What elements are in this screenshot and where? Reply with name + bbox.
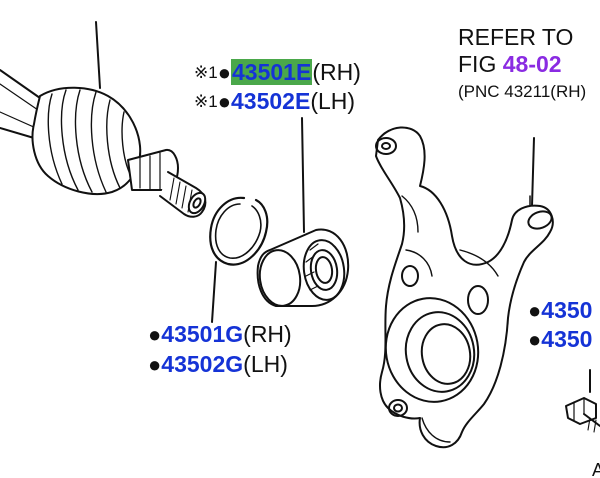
- callout-bearing-rh[interactable]: ※1●43501E(RH): [194, 59, 361, 85]
- drive-shaft-assembly: [0, 21, 207, 218]
- part-number-link[interactable]: 43501E: [231, 59, 313, 85]
- note-mark: ※1: [194, 92, 218, 111]
- part-number-link[interactable]: 43502G: [161, 351, 244, 377]
- drive-shaft-leader-line: [95, 21, 101, 89]
- callout-bearing-lh[interactable]: ※1●43502E(LH): [194, 89, 355, 114]
- bullet-dot: ●: [528, 298, 542, 323]
- refer-fig-line[interactable]: FIG 48-02: [458, 51, 586, 78]
- wheel-bearing: [256, 117, 350, 307]
- edge-letter: A: [592, 460, 600, 478]
- bullet-dot: ●: [217, 89, 231, 114]
- refer-pnc: (PNC 43211(RH): [458, 82, 587, 101]
- side-indicator: (RH): [243, 321, 292, 347]
- bolt-fragment: [565, 369, 600, 433]
- bullet-dot: ●: [148, 352, 162, 377]
- refer-line1: REFER TO: [458, 24, 574, 50]
- side-indicator: (RH): [312, 59, 361, 85]
- side-indicator: (LH): [310, 88, 356, 114]
- drive-shaft-rod: [0, 69, 41, 139]
- callout-snapring-rh[interactable]: ●43501G(RH): [148, 322, 292, 347]
- bearing-leader-line: [301, 117, 305, 233]
- bullet-dot: ●: [217, 60, 231, 85]
- refer-to-note: REFER TO FIG 48-02 (PNC 43211(RH): [458, 24, 586, 105]
- fig-prefix: FIG: [458, 51, 503, 77]
- bullet-dot: ●: [148, 322, 162, 347]
- callout-right-upper[interactable]: ●4350: [528, 298, 592, 323]
- steering-knuckle: [375, 126, 554, 449]
- callout-snapring-lh[interactable]: ●43502G(LH): [148, 352, 288, 377]
- part-number-link[interactable]: 43502E: [231, 88, 311, 114]
- snap-ring-leader-line: [211, 261, 217, 323]
- knuckle-leader-line: [531, 137, 535, 207]
- bullet-dot: ●: [528, 327, 542, 352]
- part-number-link[interactable]: 43501G: [161, 321, 244, 347]
- side-indicator: (LH): [243, 351, 288, 377]
- part-number-link[interactable]: 4350: [541, 326, 593, 352]
- part-number-link[interactable]: 4350: [541, 297, 593, 323]
- figure-link[interactable]: 48-02: [502, 51, 562, 77]
- snap-ring: [209, 196, 269, 323]
- note-mark: ※1: [194, 63, 218, 82]
- callout-right-lower[interactable]: ●4350: [528, 327, 592, 352]
- cv-boot: [31, 86, 142, 196]
